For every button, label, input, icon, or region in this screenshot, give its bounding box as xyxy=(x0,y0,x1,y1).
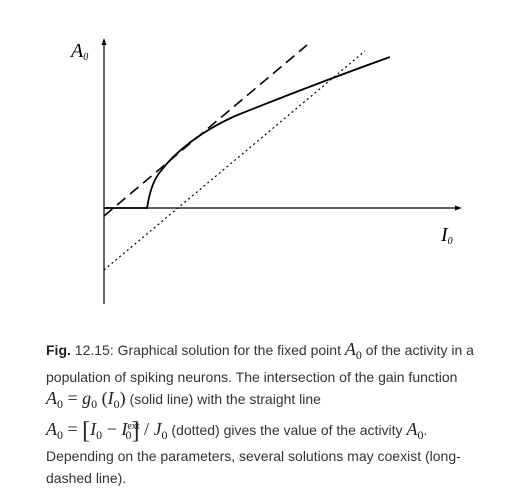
math-A0: A0 xyxy=(344,339,362,362)
caption-text-6: Depending on the parameters, several sol… xyxy=(46,448,461,486)
caption-text-3: (solid line) with the straight line xyxy=(125,391,321,407)
caption-fig-label: Fig. xyxy=(46,342,71,358)
y-axis-label-subscript: 0 xyxy=(83,52,89,63)
caption-text-5: . xyxy=(423,421,428,438)
x-axis-label-subscript: 0 xyxy=(447,236,453,247)
math-A0-end: A0 xyxy=(406,418,424,442)
y-axis-label-letter: A xyxy=(71,40,84,62)
equation-straight-line: A0 = [I0 − Iext0] / J0 xyxy=(46,417,168,444)
gain-function-curve xyxy=(104,56,391,209)
axes xyxy=(101,38,462,304)
caption-text-1: : Graphical solution for the fixed point xyxy=(109,342,345,358)
equation-gain-function: A0 = g0 (I0) xyxy=(46,388,126,411)
y-axis-arrow xyxy=(101,38,107,45)
figure-caption: Fig. 12.15: Graphical solution for the f… xyxy=(46,339,486,489)
y-axis-label: A0 xyxy=(71,41,88,63)
long-dashed-line xyxy=(103,44,308,217)
figure-graph xyxy=(101,38,462,304)
caption-text-2: of the activity in a population of spiki… xyxy=(46,342,474,385)
dotted-straight-line xyxy=(103,50,366,271)
caption-fig-number: 12.15 xyxy=(70,342,110,358)
x-axis-label: I0 xyxy=(441,225,453,247)
caption-text-4: (dotted) gives the value of the activity xyxy=(167,421,407,438)
x-axis-arrow xyxy=(455,205,462,211)
x-axis-label-letter: I xyxy=(441,224,448,246)
